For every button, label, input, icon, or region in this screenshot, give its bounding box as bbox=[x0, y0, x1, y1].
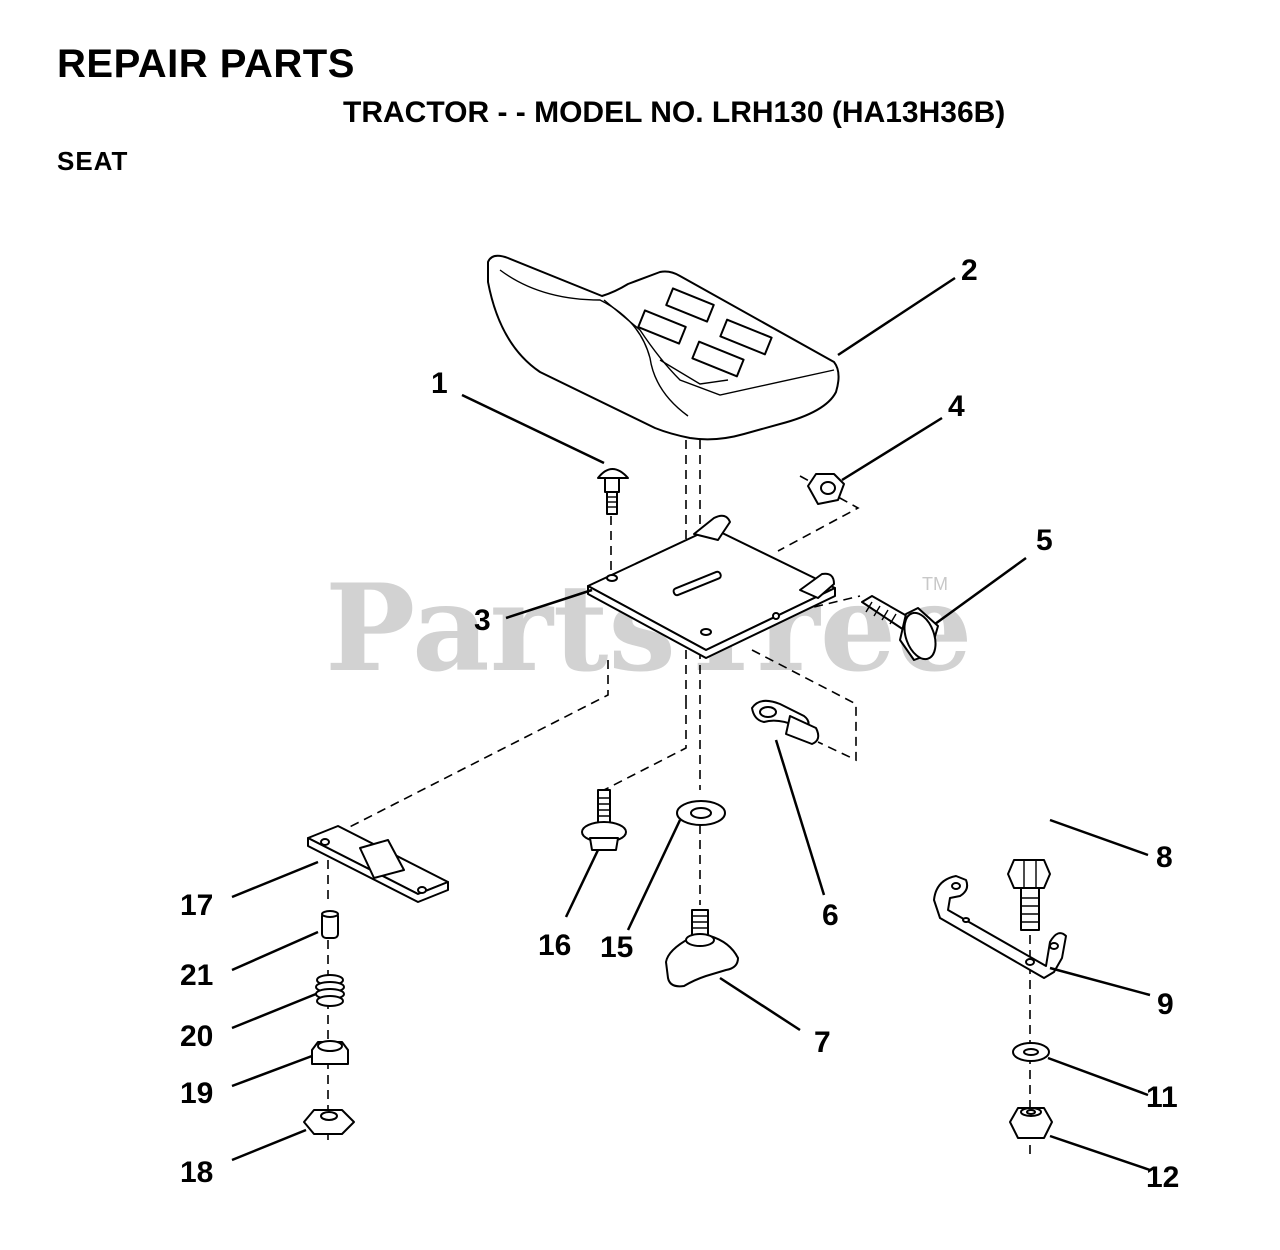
callout-15: 15 bbox=[600, 931, 633, 964]
callout-16: 16 bbox=[538, 929, 571, 962]
seat-bracket-part bbox=[933, 875, 1067, 979]
leader-lines bbox=[231, 276, 1151, 1172]
callout-numbers: 1 2 3 4 5 6 7 8 9 11 12 15 16 17 18 19 2… bbox=[180, 254, 1179, 1194]
callout-17: 17 bbox=[180, 889, 213, 922]
clip-part bbox=[751, 699, 820, 745]
callout-4: 4 bbox=[948, 390, 965, 423]
callout-21: 21 bbox=[180, 959, 213, 992]
pin-part bbox=[321, 910, 339, 939]
seat-plate-part bbox=[587, 514, 836, 659]
slide-bracket-part bbox=[307, 825, 449, 903]
watermark-tm: TM bbox=[922, 574, 948, 594]
knob-part bbox=[665, 909, 739, 988]
callout-20: 20 bbox=[180, 1020, 213, 1053]
callout-7: 7 bbox=[814, 1026, 831, 1059]
assembly-lines bbox=[327, 440, 1031, 1160]
hex-bolt-part bbox=[1007, 859, 1051, 931]
flange-nut-part bbox=[303, 1109, 355, 1135]
spacer-part bbox=[311, 1040, 349, 1065]
section-label: SEAT bbox=[57, 146, 129, 176]
shoulder-bolt-part bbox=[581, 789, 627, 851]
seat-part bbox=[487, 254, 840, 441]
callout-8: 8 bbox=[1156, 841, 1173, 874]
page-title: REPAIR PARTS bbox=[57, 42, 355, 86]
callout-5: 5 bbox=[1036, 524, 1053, 557]
callout-3: 3 bbox=[474, 604, 491, 637]
lock-nut-part bbox=[1009, 1107, 1053, 1139]
flange-bolt-part bbox=[861, 595, 939, 661]
callout-12: 12 bbox=[1146, 1161, 1179, 1194]
callout-9: 9 bbox=[1157, 988, 1174, 1021]
spring-part bbox=[315, 974, 345, 1007]
callout-18: 18 bbox=[180, 1156, 213, 1189]
callout-1: 1 bbox=[431, 367, 448, 400]
callout-2: 2 bbox=[961, 254, 978, 287]
callout-11: 11 bbox=[1146, 1081, 1178, 1114]
callout-19: 19 bbox=[180, 1077, 213, 1110]
washer-part bbox=[676, 800, 726, 826]
hex-nut-part bbox=[807, 473, 845, 505]
callout-6: 6 bbox=[822, 899, 839, 932]
carriage-bolt-part bbox=[597, 468, 629, 515]
model-subtitle: TRACTOR - - MODEL NO. LRH130 (HA13H36B) bbox=[343, 96, 1006, 129]
lock-washer-part bbox=[1012, 1042, 1050, 1062]
